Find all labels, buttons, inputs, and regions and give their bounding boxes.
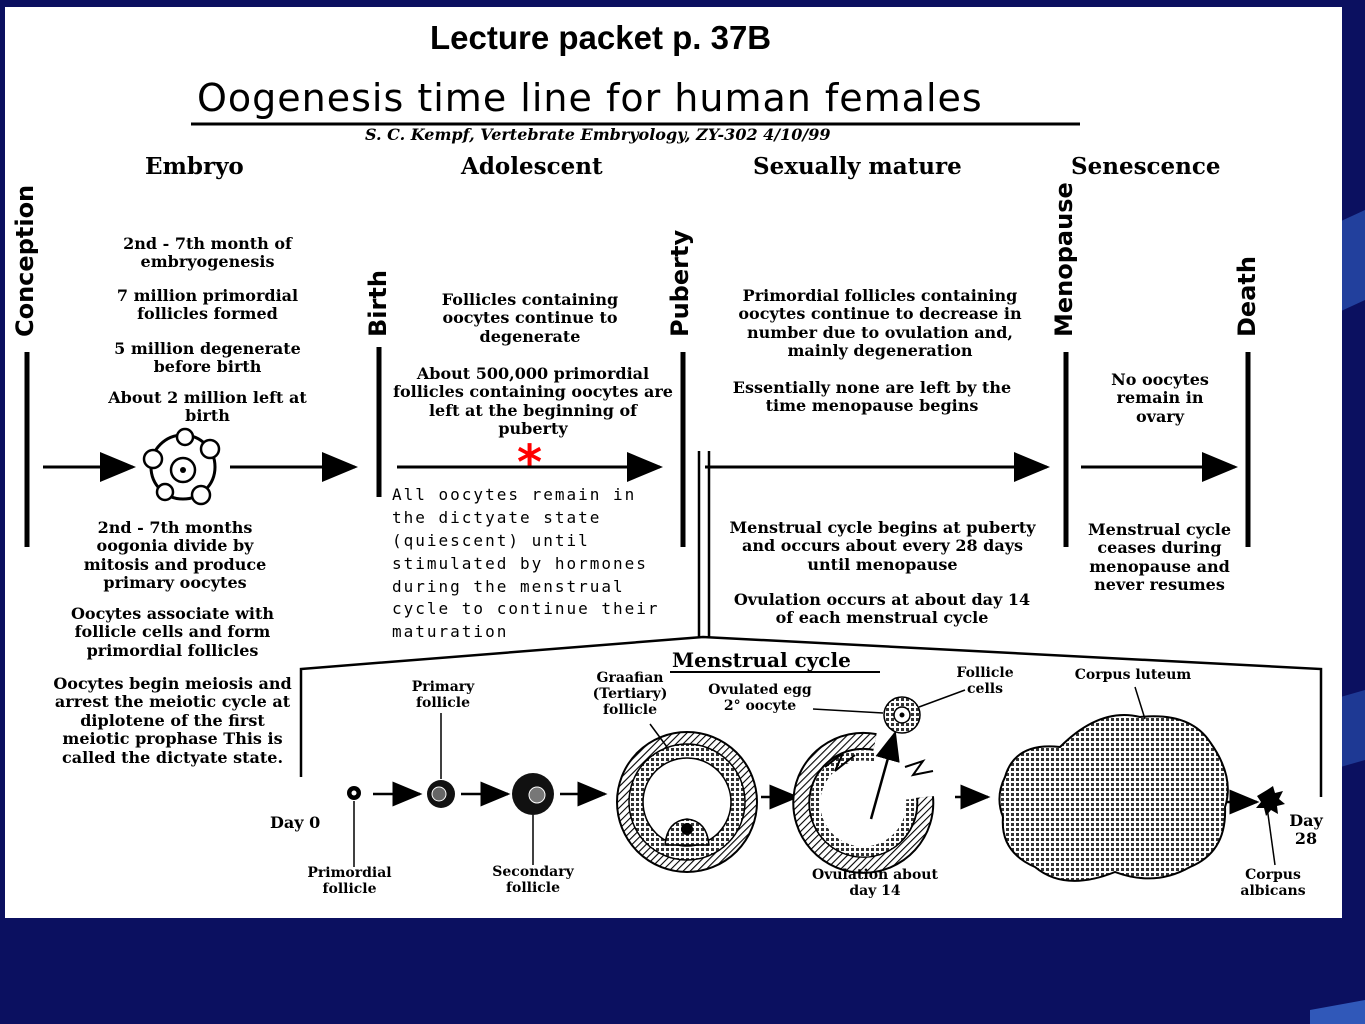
embryo-follicle-note: Oocytes associate with follicle cells an…: [70, 604, 275, 660]
embryo-meiosis-note: Oocytes begin meiosis and arrest the mei…: [53, 674, 292, 767]
stage-adolescent: Adolescent: [461, 153, 603, 180]
embryo-note-3: 5 million degenerate before birth: [114, 339, 301, 377]
stage-sexually-mature: Sexually mature: [753, 153, 962, 180]
graafian-follicle-drawing: [616, 731, 758, 873]
menstrual-cycle-title: Menstrual cycle: [672, 648, 851, 672]
primordial-follicle-label: Primordial follicle: [307, 865, 392, 898]
dictyate-annotation: All oocytes remain in the dictyate state…: [392, 485, 660, 642]
follicle-cells-label: Follicle cells: [956, 665, 1014, 698]
corpus-albicans-label: Corpus albicans: [1240, 867, 1306, 900]
corpus-albicans-drawing: [1256, 786, 1285, 816]
embryo-note-1: 2nd - 7th month of embryogenesis: [123, 234, 292, 272]
ovulation-label: Ovulation about day 14: [812, 867, 938, 900]
corpus-luteum-drawing: [998, 714, 1229, 882]
milestone-puberty: Puberty: [666, 229, 694, 337]
timeline-diagram: [24, 122, 1323, 882]
cycle-bracket: [299, 635, 1323, 797]
milestone-death: Death: [1233, 256, 1261, 337]
ovulated-egg-drawing: [883, 696, 921, 734]
milestone-birth: Birth: [364, 270, 392, 337]
senescence-note-bottom: Menstrual cycle ceases during menopause …: [1087, 520, 1232, 595]
stage-senescence: Senescence: [1071, 153, 1221, 180]
primary-follicle-label: Primary follicle: [411, 679, 475, 712]
ovulation-follicle-drawing: [792, 730, 935, 874]
milestone-menopause: Menopause: [1050, 182, 1078, 337]
mature-note-1: Primordial follicles containing oocytes …: [738, 286, 1022, 361]
slide-canvas: Lecture packet p. 37B Oogenesis time lin…: [5, 7, 1342, 918]
mature-ovulation-note: Ovulation occurs at about day 14 of each…: [733, 590, 1031, 628]
annotation-asterisk: *: [517, 435, 543, 491]
embryo-oocyte-illustration: [142, 427, 221, 506]
secondary-follicle-drawing: [512, 773, 554, 815]
primordial-follicle-drawing: [347, 786, 361, 800]
ovulated-egg-label: Ovulated egg 2° oocyte: [708, 682, 812, 715]
author-credit: S. C. Kempf, Vertebrate Embryology, ZY-3…: [365, 125, 831, 144]
milestone-conception: Conception: [11, 184, 39, 337]
stage-embryo: Embryo: [145, 153, 244, 180]
diagram-title: Oogenesis time line for human females: [197, 76, 983, 120]
senescence-note-top: No oocytes remain in ovary: [1111, 370, 1209, 426]
primary-follicle-drawing: [427, 780, 455, 808]
adolescent-note-2: About 500,000 primordial follicles conta…: [393, 364, 673, 439]
embryo-note-2: 7 million primordial follicles formed: [116, 286, 299, 324]
mature-note-2: Essentially none are left by the time me…: [732, 378, 1012, 416]
day-0-label: Day 0: [270, 813, 321, 832]
embryo-note-4: About 2 million left at birth: [108, 388, 307, 426]
graafian-follicle-label: Graafian (Tertiary) follicle: [592, 670, 668, 719]
adolescent-note-1: Follicles containing oocytes continue to…: [441, 290, 619, 346]
corpus-luteum-label: Corpus luteum: [1074, 667, 1192, 683]
day-28-label: Day 28: [1289, 811, 1323, 849]
lecture-packet-heading: Lecture packet p. 37B: [430, 19, 772, 56]
embryo-mitosis-note: 2nd - 7th months oogonia divide by mitos…: [83, 518, 267, 593]
secondary-follicle-label: Secondary follicle: [492, 864, 574, 897]
mature-cycle-note: Menstrual cycle begins at puberty and oc…: [729, 518, 1036, 574]
